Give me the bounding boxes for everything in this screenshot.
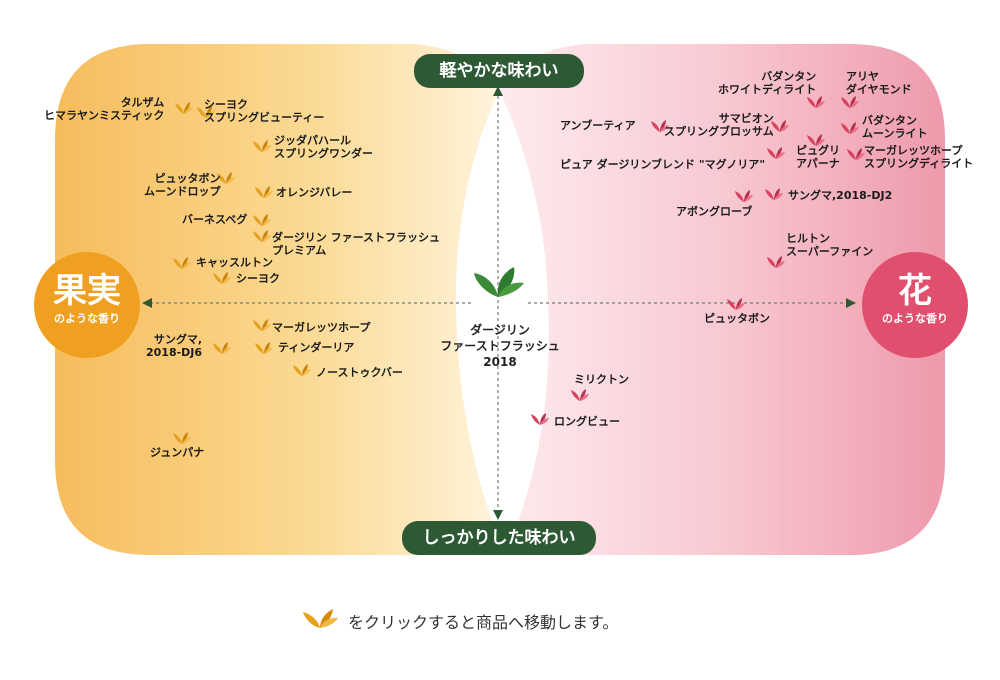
fruit-tea-leaf-icon[interactable] — [196, 104, 216, 120]
floral-tea-leaf-icon[interactable] — [806, 94, 826, 110]
floral-tea-label[interactable]: サングマ,2018-DJ2 — [788, 189, 893, 202]
footer-note: をクリックすると商品へ移動します。 — [300, 606, 720, 632]
fruit-tea-label[interactable]: ピュッタボンムーンドロップ — [144, 172, 221, 198]
fruit-tea-leaf-icon[interactable] — [252, 212, 272, 228]
floral-tea-leaf-icon[interactable] — [840, 94, 860, 110]
fruit-tea-leaf-icon[interactable] — [174, 100, 194, 116]
floral-title: 花 — [898, 271, 932, 311]
floral-tea-label[interactable]: ピュグリアパーナ — [796, 144, 840, 170]
fruit-tea-leaf-icon[interactable] — [254, 340, 274, 356]
fruit-tea-leaf-icon[interactable] — [252, 138, 272, 154]
fruit-tea-leaf-icon[interactable] — [212, 340, 232, 356]
fruit-tea-leaf-icon[interactable] — [172, 255, 192, 271]
fruit-tea-label[interactable]: ジッダパハールスプリングワンダー — [274, 134, 373, 160]
fruit-tea-label[interactable]: ダージリン ファーストフラッシュプレミアム — [272, 231, 441, 257]
floral-tea-leaf-icon[interactable] — [766, 254, 786, 270]
fruit-tea-leaf-icon[interactable] — [212, 270, 232, 286]
center-leaf-icon — [474, 267, 524, 297]
floral-tea-leaf-icon[interactable] — [766, 145, 786, 161]
floral-tea-label[interactable]: アボングローブ — [676, 205, 753, 218]
axis-bottom-rich-taste: しっかりした味わい — [402, 521, 596, 555]
floral-tea-leaf-icon[interactable] — [840, 120, 860, 136]
floral-tea-label[interactable]: サマビオンスプリングブロッサム — [664, 112, 774, 138]
fruit-tea-label[interactable]: ジュンパナ — [150, 446, 205, 459]
fruit-region — [55, 44, 505, 555]
floral-tea-leaf-icon[interactable] — [764, 186, 784, 202]
floral-tea-leaf-icon[interactable] — [530, 411, 550, 427]
fruit-tea-label[interactable]: オレンジバレー — [276, 186, 353, 199]
axis-right-floral-circle: 花 のような香り — [862, 252, 968, 358]
floral-tea-leaf-icon[interactable] — [726, 296, 746, 312]
center-line-2: ファーストフラッシュ — [440, 339, 560, 353]
fruit-tea-label[interactable]: ティンダーリア — [278, 341, 355, 354]
fruit-tea-leaf-icon[interactable] — [254, 184, 274, 200]
fruit-title: 果実 — [53, 271, 121, 311]
floral-tea-leaf-icon[interactable] — [846, 146, 866, 162]
fruit-tea-leaf-icon[interactable] — [172, 430, 192, 446]
floral-tea-label[interactable]: ヒルトンスーパーファイン — [786, 232, 874, 258]
floral-region — [500, 44, 945, 555]
floral-tea-leaf-icon[interactable] — [770, 118, 790, 134]
floral-tea-leaf-icon[interactable] — [806, 132, 826, 148]
fruit-tea-leaf-icon[interactable] — [252, 317, 272, 333]
fruit-tea-label[interactable]: シーヨクスプリングビューティー — [204, 98, 325, 124]
center-line-1: ダージリン — [470, 323, 530, 337]
axis-top-light-taste: 軽やかな味わい — [414, 54, 584, 88]
fruit-tea-label[interactable]: ノーストゥクバー — [316, 366, 403, 379]
footer-text: をクリックすると商品へ移動します。 — [348, 613, 619, 632]
fruit-subtitle: のような香り — [54, 312, 120, 325]
floral-tea-leaf-icon[interactable] — [570, 387, 590, 403]
fruit-tea-leaf-icon[interactable] — [252, 228, 272, 244]
fruit-tea-label[interactable]: シーヨク — [236, 272, 280, 285]
floral-tea-label[interactable]: アリヤダイヤモンド — [846, 70, 912, 96]
floral-tea-leaf-icon[interactable] — [734, 188, 754, 204]
floral-tea-label[interactable]: ピュア ダージリンブレンド "マグノリア" — [560, 158, 766, 171]
center-line-3: 2018 — [483, 355, 517, 369]
fruit-tea-label[interactable]: タルザムヒマラヤンミスティック — [44, 96, 165, 122]
fruit-tea-label[interactable]: キャッスルトン — [196, 256, 273, 269]
floral-tea-label[interactable]: ミリクトン — [574, 373, 629, 386]
fruit-tea-label[interactable]: バーネスベグ — [182, 213, 248, 226]
axis-lines — [142, 86, 856, 520]
fruit-tea-leaf-icon[interactable] — [216, 170, 236, 186]
center-label: ダージリン ファーストフラッシュ 2018 — [430, 322, 570, 370]
floral-subtitle: のような香り — [882, 312, 948, 325]
floral-tea-label[interactable]: ピュッタボン — [704, 312, 770, 325]
fruit-tea-label[interactable]: サングマ,2018-DJ6 — [146, 333, 203, 359]
floral-tea-label[interactable]: ロングビュー — [554, 415, 620, 428]
floral-tea-label[interactable]: バダンタンムーンライト — [862, 114, 928, 140]
floral-tea-label[interactable]: アンブーティア — [560, 119, 636, 132]
fruit-tea-leaf-icon[interactable] — [292, 362, 312, 378]
leaf-icon — [303, 609, 338, 628]
axis-left-fruit-circle: 果実 のような香り — [34, 252, 140, 358]
floral-tea-label[interactable]: マーガレッツホープスプリングディライト — [864, 144, 974, 170]
floral-tea-leaf-icon[interactable] — [650, 118, 670, 134]
floral-tea-label[interactable]: バダンタンホワイトディライト — [718, 70, 817, 96]
fruit-tea-label[interactable]: マーガレッツホープ — [272, 321, 371, 334]
